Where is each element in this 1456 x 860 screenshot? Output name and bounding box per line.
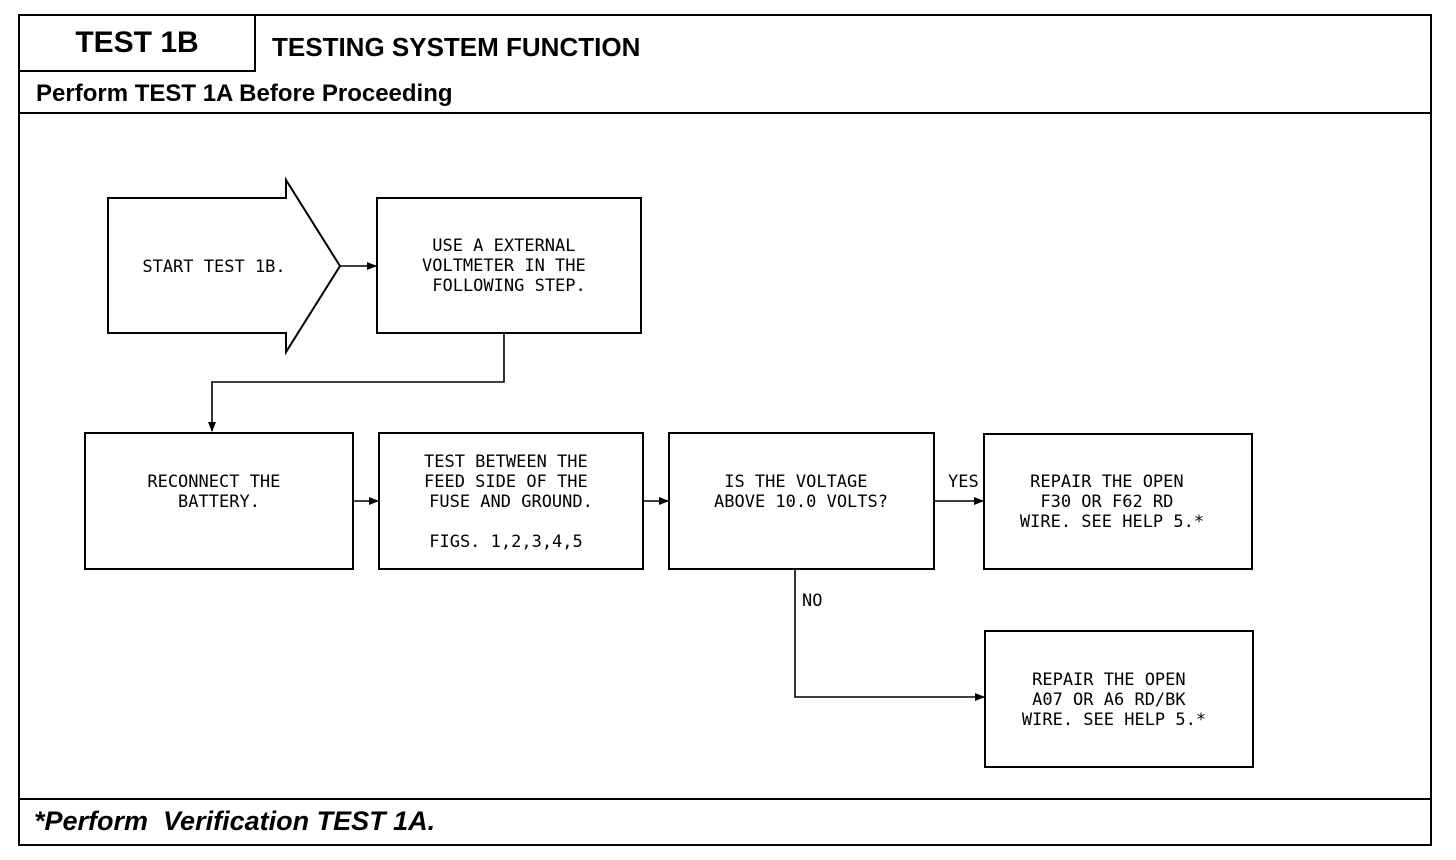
repair-f30-text: REPAIR THE OPEN F30 OR F62 RD WIRE. SEE … (1020, 472, 1204, 532)
decision-line-2: ABOVE 10.0 VOLTS? (714, 492, 888, 512)
voltmeter-step-box (376, 197, 642, 334)
repair-a07-text: REPAIR THE OPEN A07 OR A6 RD/BK WIRE. SE… (1022, 670, 1206, 730)
test-between-line-1: TEST BETWEEN THE (424, 452, 588, 472)
repair-f30-line-2: F30 OR F62 RD (1040, 492, 1173, 512)
voltmeter-line-2: VOLTMETER IN THE (422, 256, 586, 276)
voltage-decision-box (668, 432, 935, 570)
connector-voltmeter-to-reconnect (208, 333, 505, 432)
repair-a07-line-1: REPAIR THE OPEN (1032, 670, 1186, 690)
voltmeter-step-text: USE A EXTERNAL VOLTMETER IN THE FOLLOWIN… (422, 236, 596, 296)
connector-no-to-repair (794, 569, 985, 701)
reconnect-battery-box (84, 432, 354, 570)
repair-a07-box (984, 630, 1254, 768)
decision-line-1: IS THE VOLTAGE (724, 472, 867, 492)
procedure-frame: TEST 1B TESTING SYSTEM FUNCTION Perform … (18, 14, 1432, 846)
reconnect-battery-text: RECONNECT THE BATTERY. (147, 472, 290, 512)
repair-a07-line-3: WIRE. SEE HELP 5.* (1022, 710, 1206, 730)
no-branch-label: NO (802, 591, 822, 611)
test-between-line-2: FEED SIDE OF THE (424, 472, 588, 492)
test-between-line-3: FUSE AND GROUND. (429, 492, 593, 512)
yes-branch-label: YES (948, 472, 979, 492)
repair-f30-line-3: WIRE. SEE HELP 5.* (1020, 512, 1204, 532)
test-between-box (378, 432, 644, 570)
start-arrow-shape (107, 176, 342, 356)
test-title: TESTING SYSTEM FUNCTION (272, 32, 641, 62)
repair-a07-line-2: A07 OR A6 RD/BK (1032, 690, 1186, 710)
reconnect-line-1: RECONNECT THE (147, 472, 280, 492)
repair-f30-line-1: REPAIR THE OPEN (1030, 472, 1184, 492)
figs-reference: FIGS. 1,2,3,4,5 (429, 532, 583, 552)
reconnect-line-2: BATTERY. (178, 492, 260, 512)
footer-note: *Perform Verification TEST 1A. (34, 806, 436, 836)
voltmeter-line-1: USE A EXTERNAL (432, 236, 575, 256)
header-divider (20, 112, 1430, 114)
repair-f30-box (983, 433, 1253, 570)
footer-divider (20, 798, 1430, 800)
test-id-box: TEST 1B (20, 16, 256, 72)
prerequisite-note: Perform TEST 1A Before Proceeding (36, 80, 453, 107)
start-label: START TEST 1B. (142, 257, 285, 277)
test-id-label: TEST 1B (75, 26, 199, 59)
voltmeter-line-3: FOLLOWING STEP. (432, 276, 586, 296)
voltage-decision-text: IS THE VOLTAGE ABOVE 10.0 VOLTS? (714, 472, 888, 512)
test-between-text: TEST BETWEEN THE FEED SIDE OF THE FUSE A… (424, 452, 598, 512)
